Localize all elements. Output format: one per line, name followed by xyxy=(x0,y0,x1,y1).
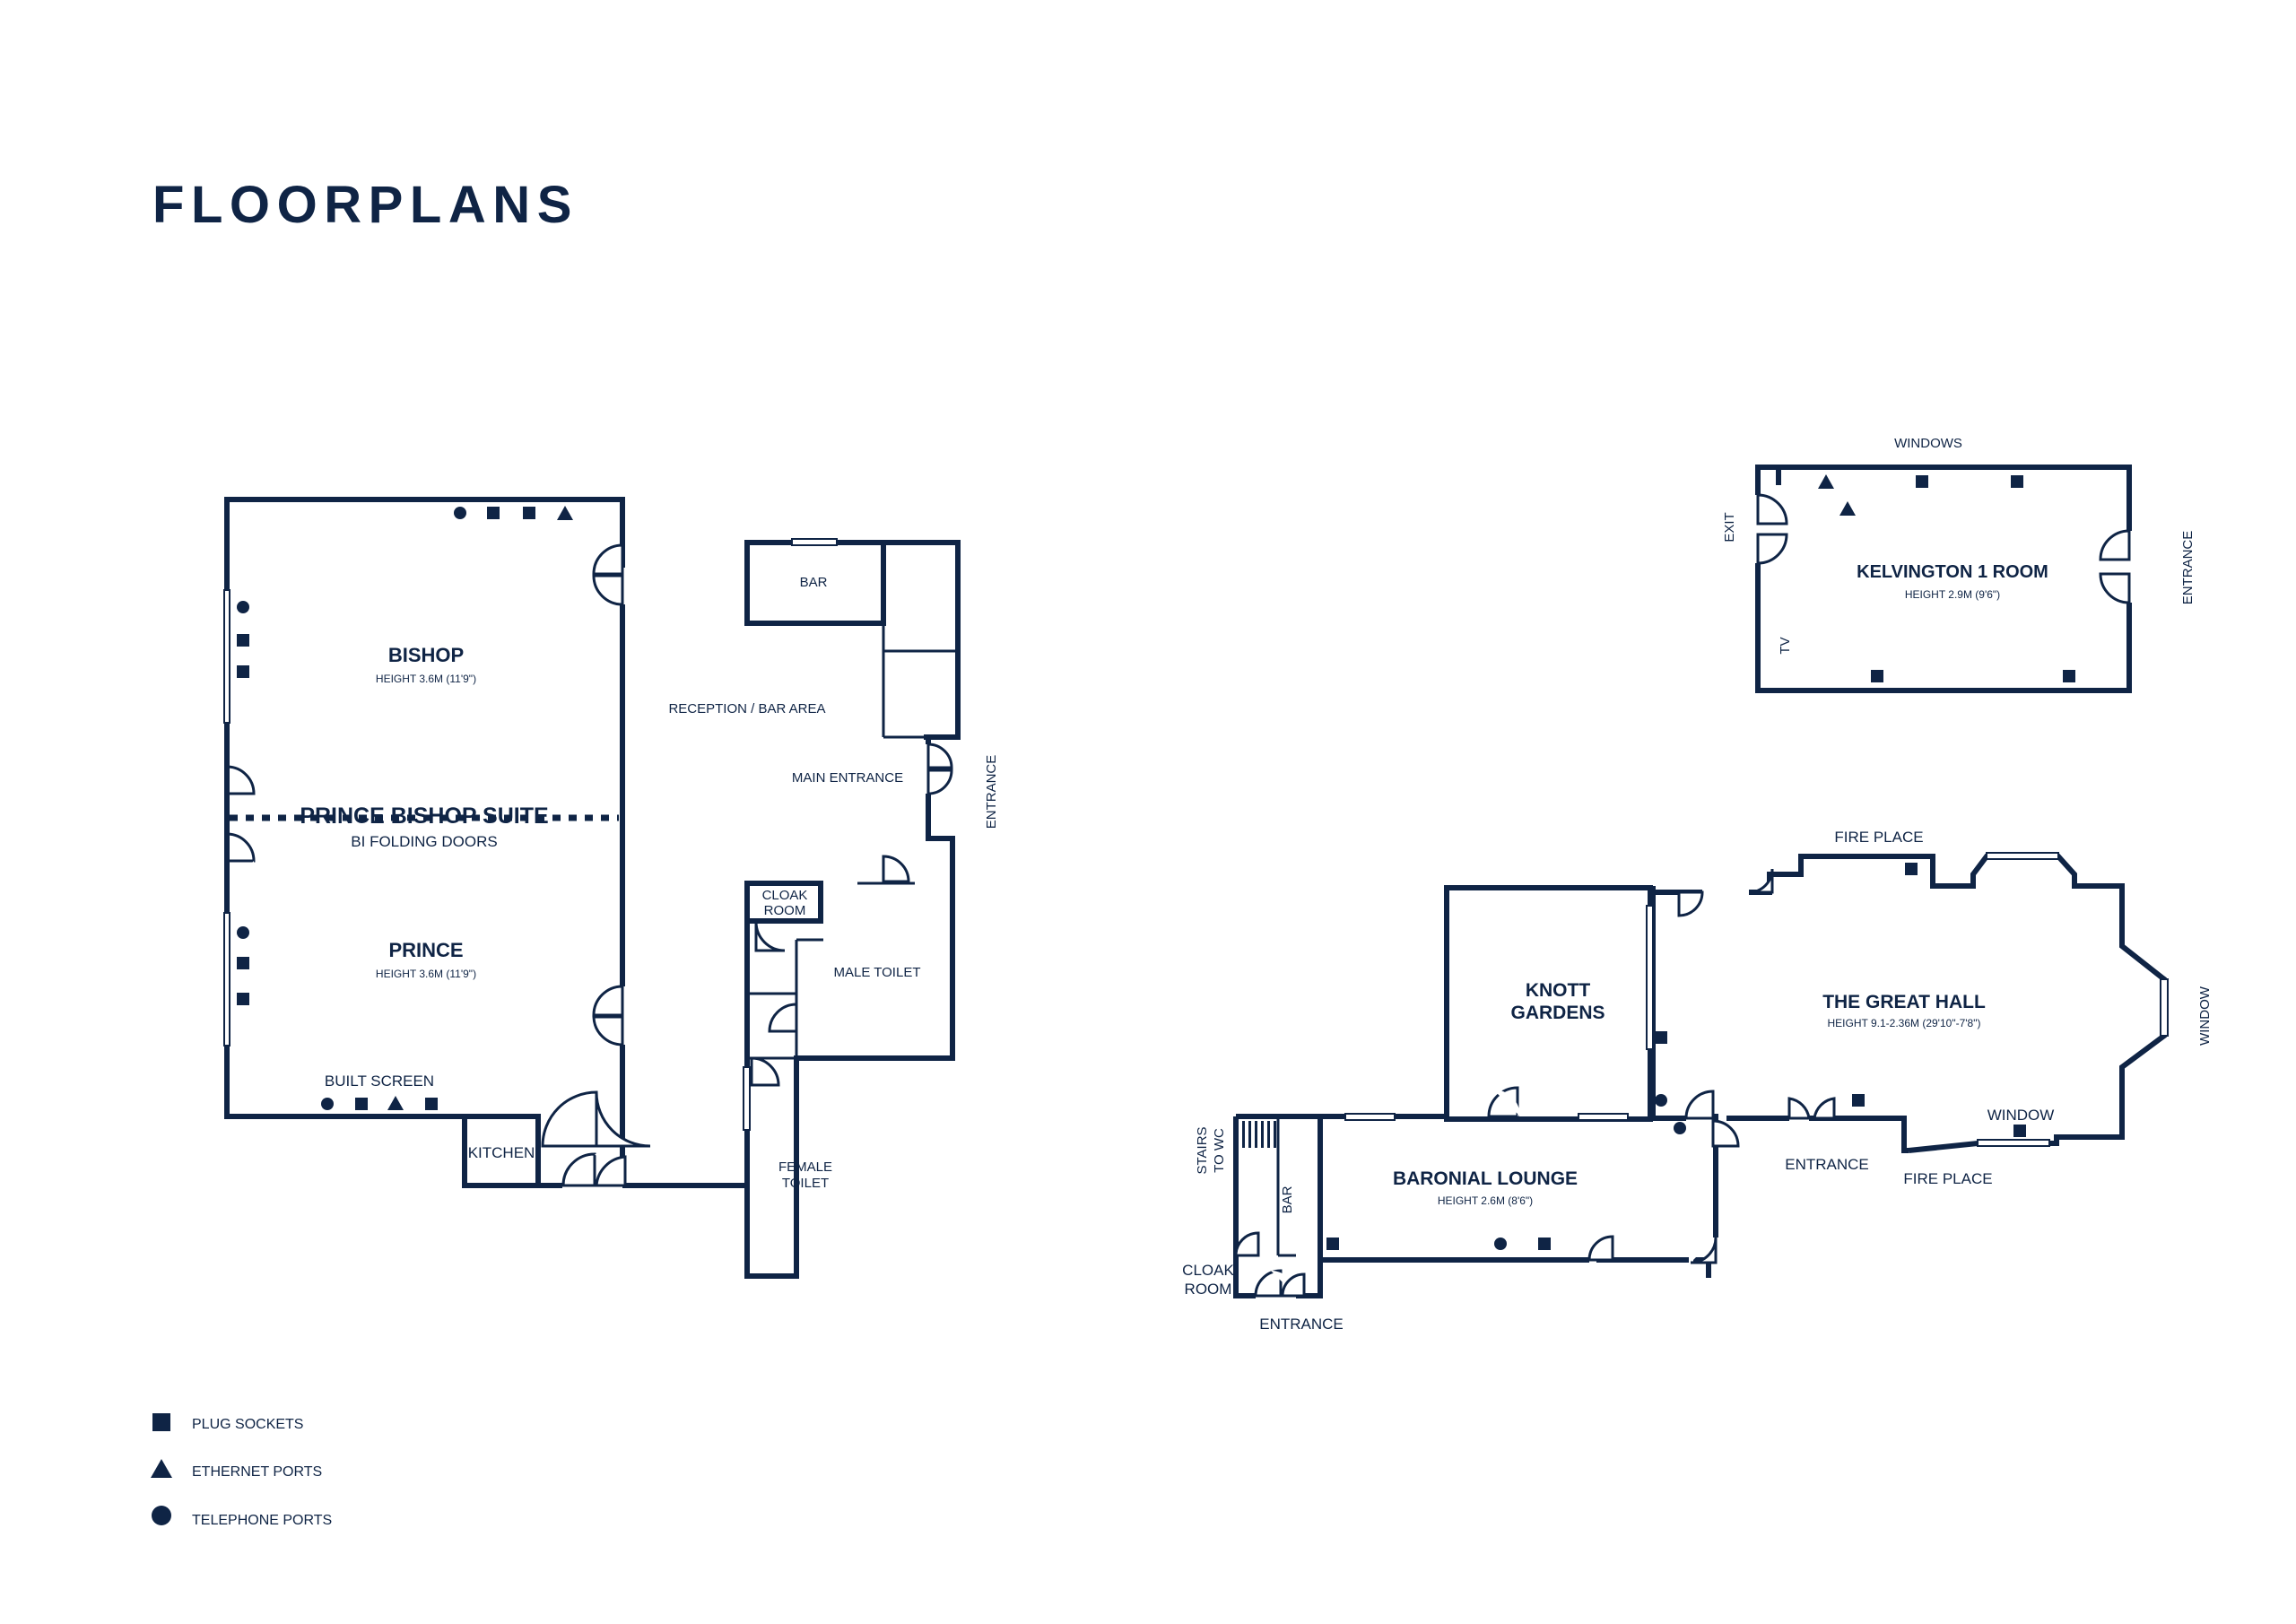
plug-socket-icon xyxy=(523,507,535,519)
main-entrance-label: MAIN ENTRANCE xyxy=(792,770,903,786)
plug-socket-icon xyxy=(2063,670,2075,682)
plug-socket-icon xyxy=(1916,475,1928,488)
hall-windows xyxy=(1344,852,2169,1147)
plug-socket-icon xyxy=(237,665,249,678)
stairs-label-2: TO WC xyxy=(1212,1128,1227,1173)
plug-socket-icon xyxy=(487,507,500,519)
stairs-icon xyxy=(1242,1121,1276,1148)
triangle-icon xyxy=(151,1459,172,1478)
telephone-port-icon xyxy=(454,507,466,519)
square-icon xyxy=(152,1413,170,1431)
stairs-label-1: STAIRS xyxy=(1195,1126,1210,1174)
legend: PLUG SOCKETS ETHERNET PORTS TELEPHONE PO… xyxy=(151,1413,332,1528)
kelvington-room xyxy=(1755,465,2132,693)
entrance-east-label: ENTRANCE xyxy=(984,755,999,829)
built-screen-label: BUILT SCREEN xyxy=(325,1073,434,1090)
kelvington-doors xyxy=(1756,493,2131,604)
plug-socket-icon xyxy=(2013,1125,2026,1137)
bishop-height: HEIGHT 3.6M (11'9") xyxy=(376,673,476,685)
ethernet-port-icon xyxy=(1839,501,1856,516)
kitchen-label: KITCHEN xyxy=(468,1144,535,1161)
female-toilet-label-2: TOILET xyxy=(782,1176,829,1191)
great-hall-label: THE GREAT HALL xyxy=(1822,992,1986,1012)
kitchen-box xyxy=(462,1114,541,1188)
reception-doors xyxy=(750,743,953,1087)
telephone-port-icon xyxy=(237,601,249,613)
baronial-entrance-label: ENTRANCE xyxy=(1259,1316,1344,1333)
plug-socket-icon xyxy=(1852,1094,1865,1107)
telephone-port-icon xyxy=(1655,1094,1667,1107)
great-hall-height: HEIGHT 9.1-2.36M (29'10"-7'8") xyxy=(1828,1017,1981,1029)
baronial-cloak-label-1: CLOAK xyxy=(1182,1262,1234,1279)
baronial-bar-label: BAR xyxy=(1280,1185,1295,1213)
kelvington-symbols xyxy=(1818,474,2075,682)
fire-place-top-label: FIRE PLACE xyxy=(1834,829,1923,846)
knott-gardens-label-1: KNOTT xyxy=(1526,980,1590,1001)
suite-windows xyxy=(223,589,230,1046)
hall-symbols xyxy=(1326,863,2026,1250)
kelvington-entrance-label: ENTRANCE xyxy=(2180,531,2196,605)
plug-socket-icon xyxy=(237,634,249,647)
telephone-port-icon xyxy=(1494,1238,1507,1250)
page-title: FLOORPLANS xyxy=(152,176,578,234)
cloak-room-label-1: CLOAK xyxy=(762,888,808,903)
telephone-port-icon xyxy=(321,1098,334,1110)
windows-label: WINDOWS xyxy=(1894,436,1962,451)
reception-label: RECEPTION / BAR AREA xyxy=(668,701,825,716)
plug-socket-icon xyxy=(1538,1238,1551,1250)
ethernet-port-icon xyxy=(387,1096,404,1110)
exit-label: EXIT xyxy=(1722,512,1737,542)
female-toilet-label-1: FEMALE xyxy=(778,1159,832,1175)
bar-window xyxy=(743,538,838,1131)
suite-label: PRINCE BISHOP SUITE xyxy=(300,803,548,829)
prince-label: PRINCE xyxy=(388,939,463,961)
window-side-label: WINDOW xyxy=(2197,986,2213,1046)
male-toilet-label: MALE TOILET xyxy=(834,965,921,980)
fire-place-bottom-label: FIRE PLACE xyxy=(1903,1170,1992,1187)
baronial-partitions xyxy=(1236,1116,1296,1257)
plug-socket-icon xyxy=(1326,1238,1339,1250)
plug-socket-icon xyxy=(2011,475,2023,488)
bishop-label: BISHOP xyxy=(388,644,464,666)
legend-plug-label: PLUG SOCKETS xyxy=(192,1417,303,1432)
plug-socket-icon xyxy=(425,1098,438,1110)
kelvington-height: HEIGHT 2.9M (9'6") xyxy=(1905,588,2000,601)
suite-symbols xyxy=(237,506,573,1110)
legend-ethernet-label: ETHERNET PORTS xyxy=(192,1464,322,1480)
plug-socket-icon xyxy=(1871,670,1883,682)
baronial-cloak-label-2: ROOM xyxy=(1185,1281,1232,1298)
telephone-port-icon xyxy=(1674,1122,1686,1134)
plug-socket-icon xyxy=(1655,1031,1667,1044)
cloak-room-label-2: ROOM xyxy=(764,903,806,918)
plug-socket-icon xyxy=(237,957,249,969)
plug-socket-icon xyxy=(355,1098,368,1110)
kelvington-label: KELVINGTON 1 ROOM xyxy=(1857,562,2048,582)
tv-label: TV xyxy=(1778,637,1793,654)
legend-telephone-label: TELEPHONE PORTS xyxy=(192,1513,332,1528)
plug-socket-icon xyxy=(237,993,249,1005)
reception-block xyxy=(744,540,961,1279)
ethernet-port-icon xyxy=(557,506,573,520)
hall-entrance-label: ENTRANCE xyxy=(1785,1156,1869,1173)
bar-label: BAR xyxy=(800,575,828,590)
telephone-port-icon xyxy=(237,926,249,939)
knott-gardens-label-2: GARDENS xyxy=(1510,1003,1605,1023)
baronial-height: HEIGHT 2.6M (8'6") xyxy=(1438,1194,1533,1207)
baronial-label: BARONIAL LOUNGE xyxy=(1393,1168,1578,1189)
circle-icon xyxy=(152,1506,171,1525)
prince-height: HEIGHT 3.6M (11'9") xyxy=(376,968,476,980)
plug-socket-icon xyxy=(1905,863,1918,875)
suite-doors xyxy=(225,543,651,1187)
window-label: WINDOW xyxy=(1987,1107,2055,1124)
hall-doors xyxy=(1234,868,1836,1298)
ethernet-port-icon xyxy=(1818,474,1834,489)
bi-folding-doors-label: BI FOLDING DOORS xyxy=(351,833,497,850)
